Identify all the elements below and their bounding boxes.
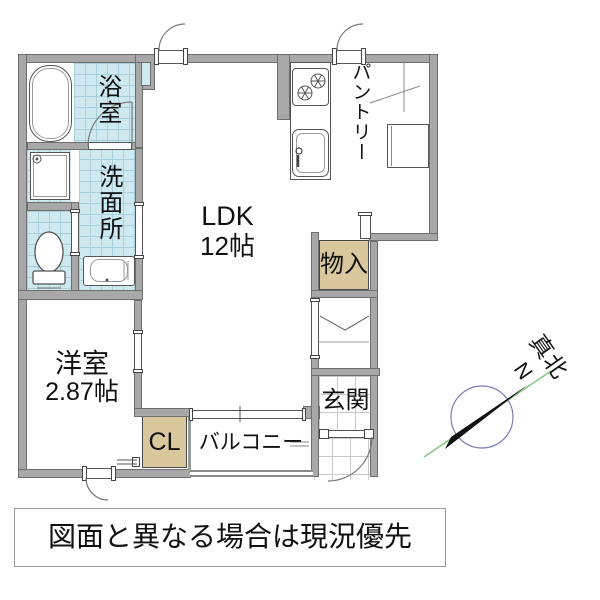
window-cap: [302, 408, 306, 421]
storage-label: 物入: [320, 251, 368, 279]
washing-machine-pan: [30, 152, 70, 200]
toilet-floor-tiles: [27, 211, 71, 292]
door-cap: [111, 466, 116, 481]
closet-box: CL: [142, 416, 187, 468]
bath-door-opening: [88, 142, 132, 150]
wall: [18, 54, 27, 478]
door-swing-arc: [85, 477, 109, 501]
washroom-door: [135, 205, 143, 256]
western-room-size: 2.87帖: [45, 378, 119, 407]
pipe-space-cap: [358, 212, 372, 216]
closet-label: CL: [148, 427, 181, 456]
window-cap: [189, 408, 193, 421]
wall: [135, 62, 143, 148]
door-cap: [310, 355, 320, 359]
wall: [18, 54, 438, 63]
western-room-entry-leaf: [85, 468, 114, 479]
disclaimer-box: 図面と異なる場合は現況優先: [14, 508, 446, 567]
wall: [311, 368, 380, 376]
wall: [277, 54, 290, 120]
washroom-label: 洗面所: [94, 164, 122, 242]
balcony-rail: [190, 470, 313, 477]
door-cap: [133, 369, 143, 373]
door-cap: [183, 48, 188, 65]
shoe-closet-chevron: [319, 315, 370, 343]
door-cap: [361, 48, 366, 65]
vanity-bowl: [90, 259, 128, 282]
bath-label: 浴室: [93, 74, 121, 126]
wall: [311, 290, 378, 298]
pantry-label: パントリー: [349, 62, 371, 162]
door-cap: [133, 330, 143, 334]
pipe-space-box: [360, 214, 371, 239]
compass: [423, 370, 552, 458]
step-detail: [132, 457, 140, 467]
western-room-name: 洋室: [55, 348, 109, 379]
balcony-side-wall: [188, 417, 191, 470]
compass-needle: [445, 384, 529, 449]
stove: [292, 68, 329, 106]
wall: [370, 241, 378, 477]
door-cap: [310, 298, 320, 302]
door-swing-arc: [158, 23, 186, 51]
toilet-door: [71, 212, 79, 253]
compass-circle: [450, 385, 514, 449]
entrance-porch-tiles: [314, 438, 377, 480]
hall-sliding-door: [311, 301, 319, 356]
wall: [369, 233, 438, 241]
vanity-sink: [83, 256, 135, 286]
top-door-left-leaf: [157, 50, 186, 64]
bath-wall-window: [141, 62, 151, 86]
wall: [18, 290, 143, 300]
entrance-post: [319, 429, 329, 439]
bathtub-inner-line: [32, 68, 69, 139]
ldk-name: LDK: [201, 201, 254, 232]
true-north-label: 真北: [524, 329, 574, 384]
door-swing-arc: [336, 23, 364, 51]
balcony-label: バルコニー: [198, 430, 304, 454]
refrigerator-door-line: [391, 126, 393, 166]
refrigerator-space: [387, 124, 429, 168]
disclaimer-text: 図面と異なる場合は現況優先: [47, 521, 412, 553]
ldk-label: LDK 12帖: [170, 200, 285, 262]
door-cap: [70, 209, 80, 213]
wall: [429, 54, 438, 241]
ldk-size: 12帖: [200, 230, 255, 261]
entrance-post: [364, 429, 374, 439]
bathtub: [29, 65, 72, 142]
wall: [134, 408, 192, 417]
door-cap: [154, 48, 159, 65]
pantry-shelf-lines: [369, 61, 421, 112]
door-cap: [82, 466, 87, 481]
compass-green-line: [423, 370, 552, 458]
door-cap: [134, 202, 144, 206]
storage-room: 物入: [319, 240, 369, 290]
western-room-label: 洋室 2.87帖: [28, 345, 136, 411]
door-cap: [70, 252, 80, 256]
door-cap: [134, 255, 144, 259]
balcony-window: [191, 410, 304, 419]
door-cap: [332, 48, 337, 65]
entrance-floor-tiles: [319, 376, 371, 430]
kitchen-sink-inner: [296, 133, 325, 173]
entrance-label: 玄関: [321, 387, 370, 415]
compass-n-label: N: [508, 358, 537, 385]
washing-machine-pan-inner: [33, 155, 67, 197]
kitchen-sink: [292, 129, 329, 177]
